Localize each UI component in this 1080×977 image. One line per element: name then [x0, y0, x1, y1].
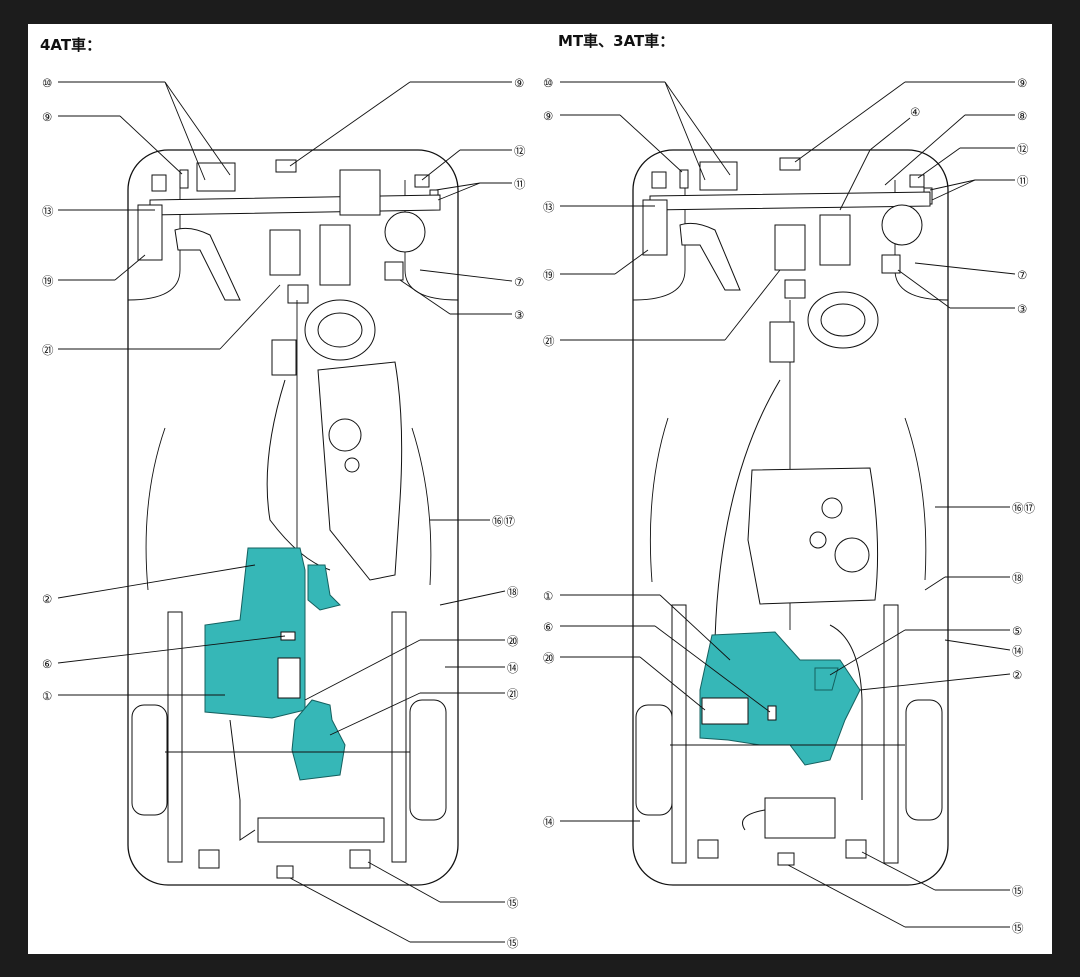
callout-mt-d17: ⑥: [543, 620, 553, 634]
callouts-mt-3at: ⑩ ⑨ ④ ⑨ ⑧ ⑫ ⑬ ⑪ ⑲ ⑦ ③ ㉑ ⑯⑰ ⑱ ① ⑤ ⑥ ⑭ ⑳ ②…: [543, 76, 1035, 935]
callout-4at-c14: ⑳: [507, 634, 519, 648]
callout-4at-c16: ⑭: [507, 661, 519, 675]
chassis-4at: [127, 149, 459, 886]
callout-mt-d3: ④: [910, 105, 920, 119]
brake-booster-right: [881, 204, 923, 246]
leader-lines: [57, 81, 1016, 943]
callout-4at-c6: ⑪: [514, 177, 526, 191]
shift-cable-highlight: [307, 564, 341, 611]
callout-mt-d11: ③: [1017, 302, 1027, 316]
callout-4at-c11: ⑯⑰: [492, 514, 515, 528]
callout-mt-d7: ⑬: [543, 200, 555, 214]
callout-mt-d2: ⑨: [543, 109, 553, 123]
callout-mt-d1: ⑩: [543, 76, 553, 90]
callout-mt-d18: ⑭: [1012, 644, 1024, 658]
callout-mt-d4: ⑨: [1017, 76, 1027, 90]
left-rear-rail: [167, 611, 183, 863]
right-rear-rail: [391, 611, 407, 863]
callout-mt-d13: ⑯⑰: [1012, 501, 1035, 515]
callout-mt-d19: ⑳: [543, 651, 555, 665]
callout-mt-d14: ⑱: [1012, 571, 1024, 585]
callouts-4at: ⑩ ⑨ ⑨ ⑫ ⑬ ⑪ ⑲ ⑦ ③ ㉑ ⑯⑰ ② ⑱ ⑳ ⑥ ⑭ ① ㉑ ⑮ ⑮: [42, 76, 526, 950]
panel-title-4at: 4AT車：: [40, 36, 102, 54]
callout-mt-d20: ②: [1012, 668, 1022, 682]
callout-mt-d9: ⑲: [543, 268, 555, 282]
left-control-arm: [174, 227, 241, 301]
chassis-mt-3at: [632, 149, 949, 886]
callout-mt-d22: ⑮: [1012, 884, 1024, 898]
left-front-strut: [137, 204, 163, 261]
callout-mt-d12: ㉑: [543, 334, 555, 348]
callout-4at-c8: ⑦: [514, 275, 524, 289]
callout-4at-c1: ⑩: [42, 76, 52, 90]
rear-diff-highlight: [291, 699, 346, 781]
shift-unit: [271, 339, 297, 376]
callout-mt-d16: ⑤: [1012, 624, 1022, 638]
callout-4at-c7: ⑲: [42, 274, 54, 288]
callout-4at-c17: ①: [42, 689, 52, 703]
callout-mt-d8: ⑪: [1017, 174, 1029, 188]
callout-4at-c13: ⑱: [507, 585, 519, 599]
callout-mt-d10: ⑦: [1017, 268, 1027, 282]
callout-4at-c18: ㉑: [507, 687, 519, 701]
brake-booster: [384, 211, 426, 253]
callout-mt-d6: ⑫: [1017, 142, 1029, 156]
callout-4at-c20: ⑮: [507, 936, 519, 950]
callout-mt-d5: ⑧: [1017, 109, 1027, 123]
callout-4at-c4: ⑫: [514, 144, 526, 158]
front-bracket: [196, 162, 236, 192]
callout-4at-c15: ⑥: [42, 657, 52, 671]
fuel-tank: [317, 361, 403, 581]
callout-4at-c9: ③: [514, 308, 524, 322]
callout-4at-c5: ⑬: [42, 204, 54, 218]
right-rear-wheel: [409, 699, 447, 821]
callout-4at-c2: ⑨: [42, 110, 52, 124]
callout-mt-d15: ①: [543, 589, 553, 603]
front-diff-housing: [269, 229, 301, 276]
muffler: [257, 817, 385, 843]
muffler-right: [764, 797, 836, 839]
callout-4at-c19: ⑮: [507, 896, 519, 910]
panel-title-mt-3at: MT車、3AT車：: [558, 32, 675, 50]
callout-mt-d21: ⑭: [543, 815, 555, 829]
callout-4at-c3: ⑨: [514, 76, 524, 90]
callout-4at-c10: ㉑: [42, 343, 54, 357]
front-mount: [275, 159, 297, 173]
transmission-highlight-right: [699, 631, 861, 766]
left-rear-wheel: [131, 704, 168, 816]
callout-4at-c12: ②: [42, 592, 52, 606]
callout-mt-d23: ⑮: [1012, 921, 1024, 935]
